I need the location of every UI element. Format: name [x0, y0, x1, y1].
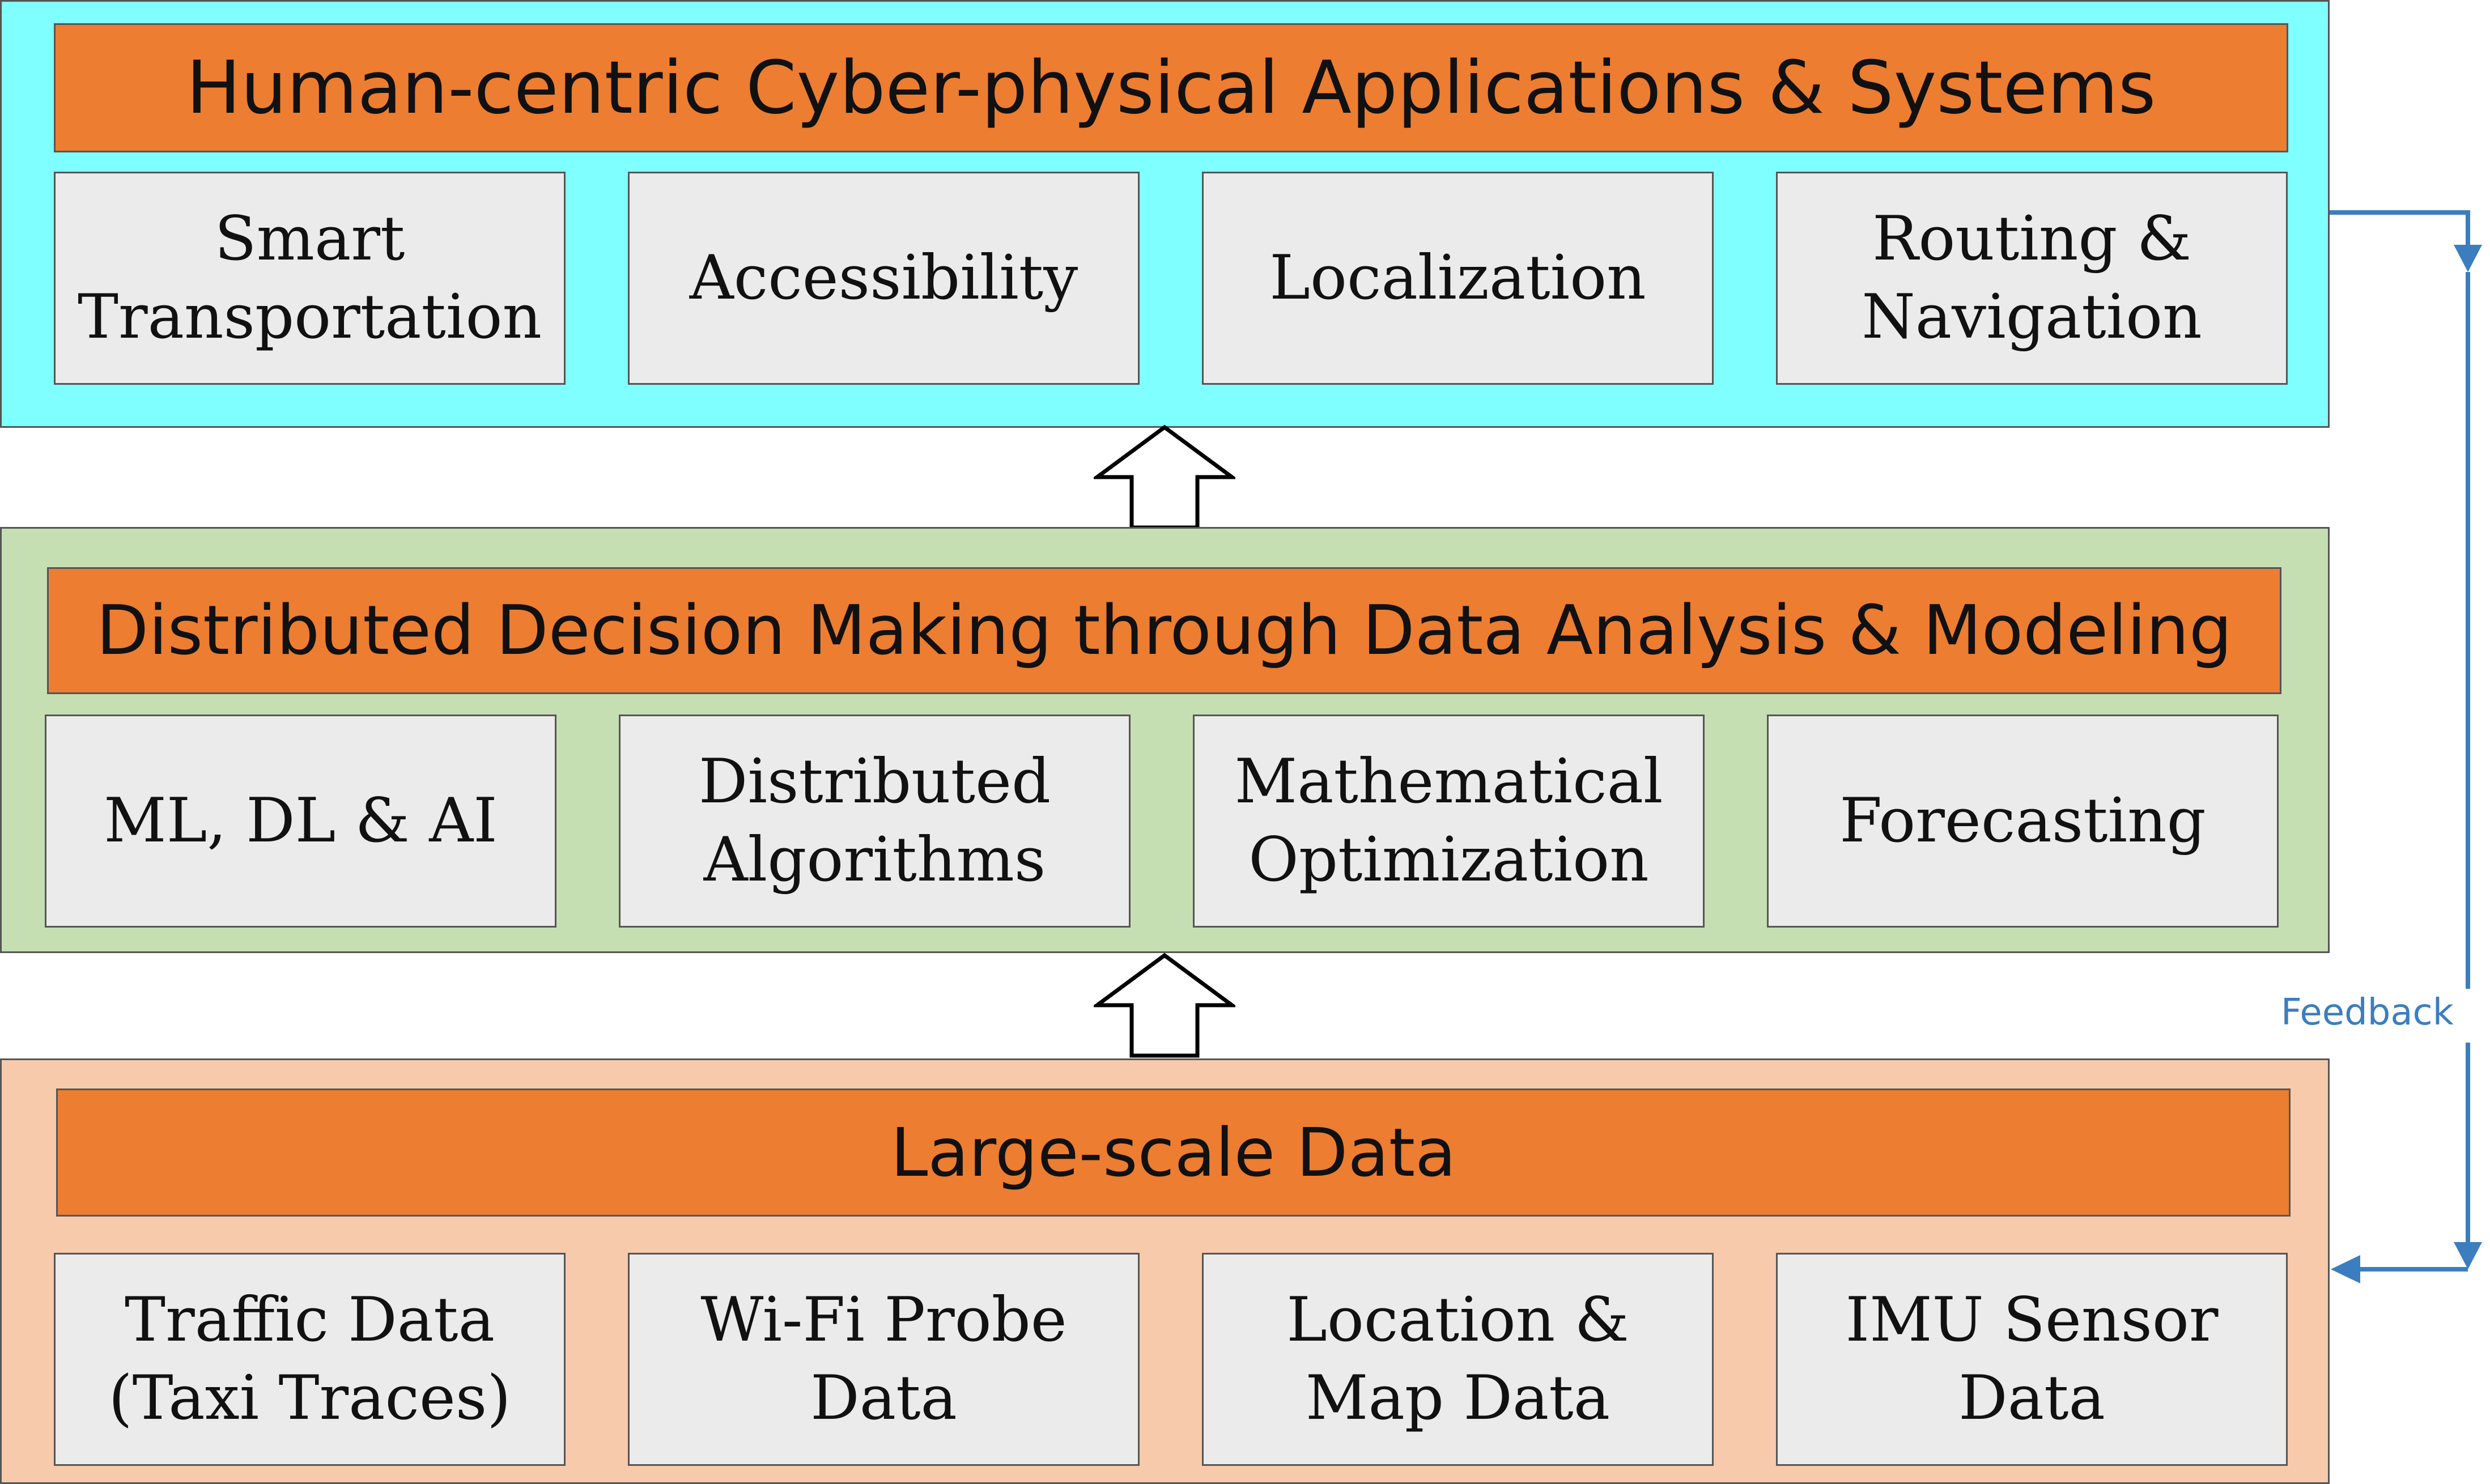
applications-layer: Human-centric Cyber-physical Application…	[0, 0, 2330, 428]
feedback-arrowhead-icon	[2454, 245, 2482, 272]
up-arrow-icon	[1094, 953, 1235, 1058]
item-location-map-data: Location & Map Data	[1202, 1253, 1714, 1466]
item-forecasting: Forecasting	[1767, 715, 2279, 928]
data-layer-title: Large-scale Data	[56, 1088, 2291, 1217]
item-ml-dl-ai: ML, DL & AI	[45, 715, 556, 928]
item-imu-sensor-data: IMU Sensor Data	[1776, 1253, 2288, 1466]
item-smart-transportation: Smart Transportation	[54, 172, 566, 385]
data-layer: Large-scale Data Traffic Data (Taxi Trac…	[0, 1058, 2330, 1484]
item-accessibility: Accessibility	[628, 172, 1140, 385]
feedback-arrowhead-icon	[2454, 1242, 2482, 1269]
item-traffic-data: Traffic Data (Taxi Traces)	[54, 1253, 566, 1466]
applications-layer-title: Human-centric Cyber-physical Application…	[54, 23, 2288, 152]
item-routing-navigation: Routing & Navigation	[1776, 172, 2288, 385]
item-localization: Localization	[1202, 172, 1714, 385]
feedback-arrowhead-icon	[2331, 1255, 2360, 1283]
feedback-label: Feedback	[2281, 992, 2454, 1034]
item-distributed-algorithms: Distributed Algorithms	[619, 715, 1131, 928]
item-wifi-probe-data: Wi-Fi Probe Data	[628, 1253, 1140, 1466]
decision-making-layer-title: Distributed Decision Making through Data…	[47, 567, 2281, 694]
decision-making-layer: Distributed Decision Making through Data…	[0, 527, 2330, 953]
up-arrow-icon	[1094, 425, 1235, 530]
item-mathematical-optimization: Mathematical Optimization	[1193, 715, 1705, 928]
